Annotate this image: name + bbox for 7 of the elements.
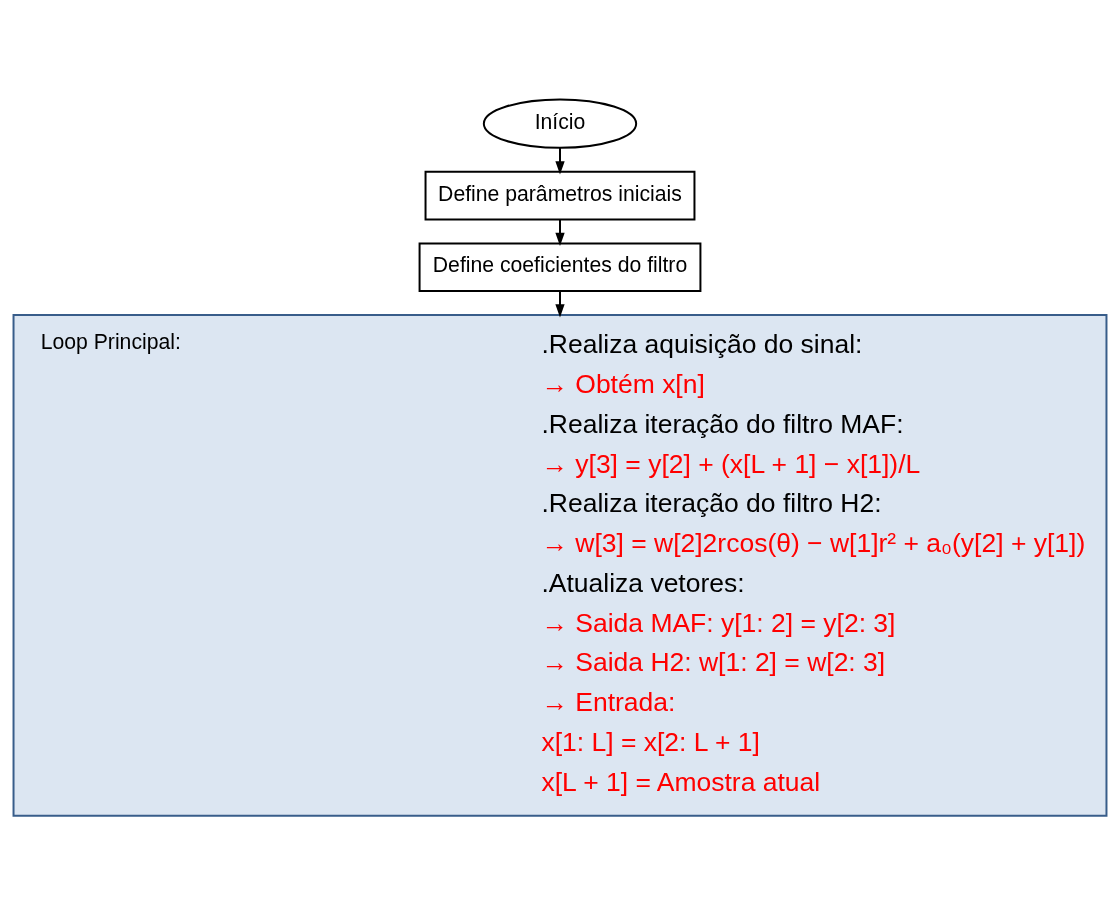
node-ellipse: Início (482, 97, 638, 149)
node-box: Loop Principal: .Realiza aquisição do sinal: → Obtém x[n] .Realiza iteração do filtro MAF: → y[3] = y[2] + (x[L + 1] − x[1])/L .Realiza iteração do filtro H2: → w[3] = w[2]2rcos(θ) − w[1]r² + a₀(y[2] + y[1]) .Atualiza vetores: → Saida MAF: y[1: 2] = y[2: 3] → Saida H2: w[1: 2] = w[2: 3] → Entrada: x[1: L] = x[2: L + 1] x[L + 1] = Amostra atual (12, 313, 1108, 817)
node-box: Define parâmetros iniciais (424, 170, 696, 221)
arrow (555, 289, 565, 317)
node-box: Define coeficientes do filtro (418, 241, 702, 292)
arrow (555, 218, 565, 246)
arrow (555, 146, 565, 175)
